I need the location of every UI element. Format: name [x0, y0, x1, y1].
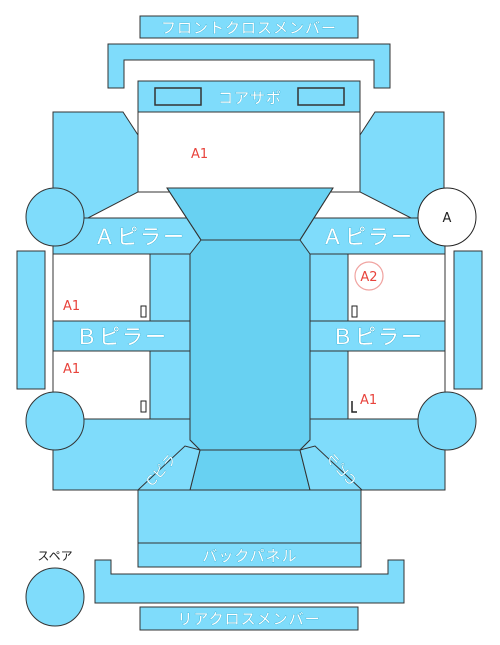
core-support-slot-left [154, 87, 202, 106]
left-rear-door-handle [140, 400, 147, 413]
rear-bumper-bracket [94, 559, 405, 604]
mark-right-front-door-ring [354, 261, 384, 291]
mark-right-front-door: A2 [360, 270, 377, 285]
left-rear-door-pillar [149, 350, 191, 420]
left-b-pillar-label: Ｂピラー [76, 325, 168, 349]
spare-label: スペア [37, 549, 72, 563]
front-cross-member-label: フロントクロスメンバー [161, 19, 337, 37]
left-front-wheel [25, 187, 85, 247]
front-bumper-bracket [107, 43, 391, 89]
left-front-door [52, 253, 151, 322]
right-b-pillar-label: Ｂピラー [332, 325, 424, 349]
right-rear-wheel [417, 391, 477, 451]
left-rear-wheel [25, 391, 85, 451]
left-side-sill [16, 250, 46, 390]
rear-window [189, 449, 311, 491]
mark-left-rear-door: A1 [63, 362, 80, 377]
right-rear-door-handle [351, 401, 357, 413]
spare-tire [25, 567, 85, 627]
engine-hood-area [137, 111, 361, 193]
rear-cross-member-label: リアクロスメンバー [177, 610, 320, 628]
right-front-door-pillar [309, 253, 349, 322]
right-a-pillar-label: Ａピラー [322, 225, 414, 249]
right-front-wheel [417, 187, 477, 247]
left-a-pillar-label: Ａピラー [94, 225, 186, 249]
left-b-pillar [52, 320, 191, 352]
mark-front-area: A1 [191, 147, 208, 162]
back-panel-label: バックパネル [202, 547, 297, 565]
core-support-label: コアサポ [218, 89, 282, 107]
right-front-wheel-mark: A [443, 211, 452, 226]
left-front-door-handle [140, 305, 147, 318]
back-panel [137, 542, 362, 568]
right-rear-door-pillar [309, 350, 349, 420]
left-front-door-pillar [149, 253, 191, 322]
right-b-pillar [309, 320, 446, 352]
front-cross-member-bar [139, 15, 359, 39]
rear-cross-member-bar [139, 606, 359, 631]
mark-right-rear-door: A1 [360, 393, 377, 408]
core-support-slot-right [297, 87, 345, 106]
trunk-lid [137, 489, 362, 544]
right-side-sill [453, 250, 483, 390]
roof-fold-lines [166, 187, 202, 241]
mark-left-front-door: A1 [63, 299, 80, 314]
right-front-door-handle [351, 305, 358, 318]
